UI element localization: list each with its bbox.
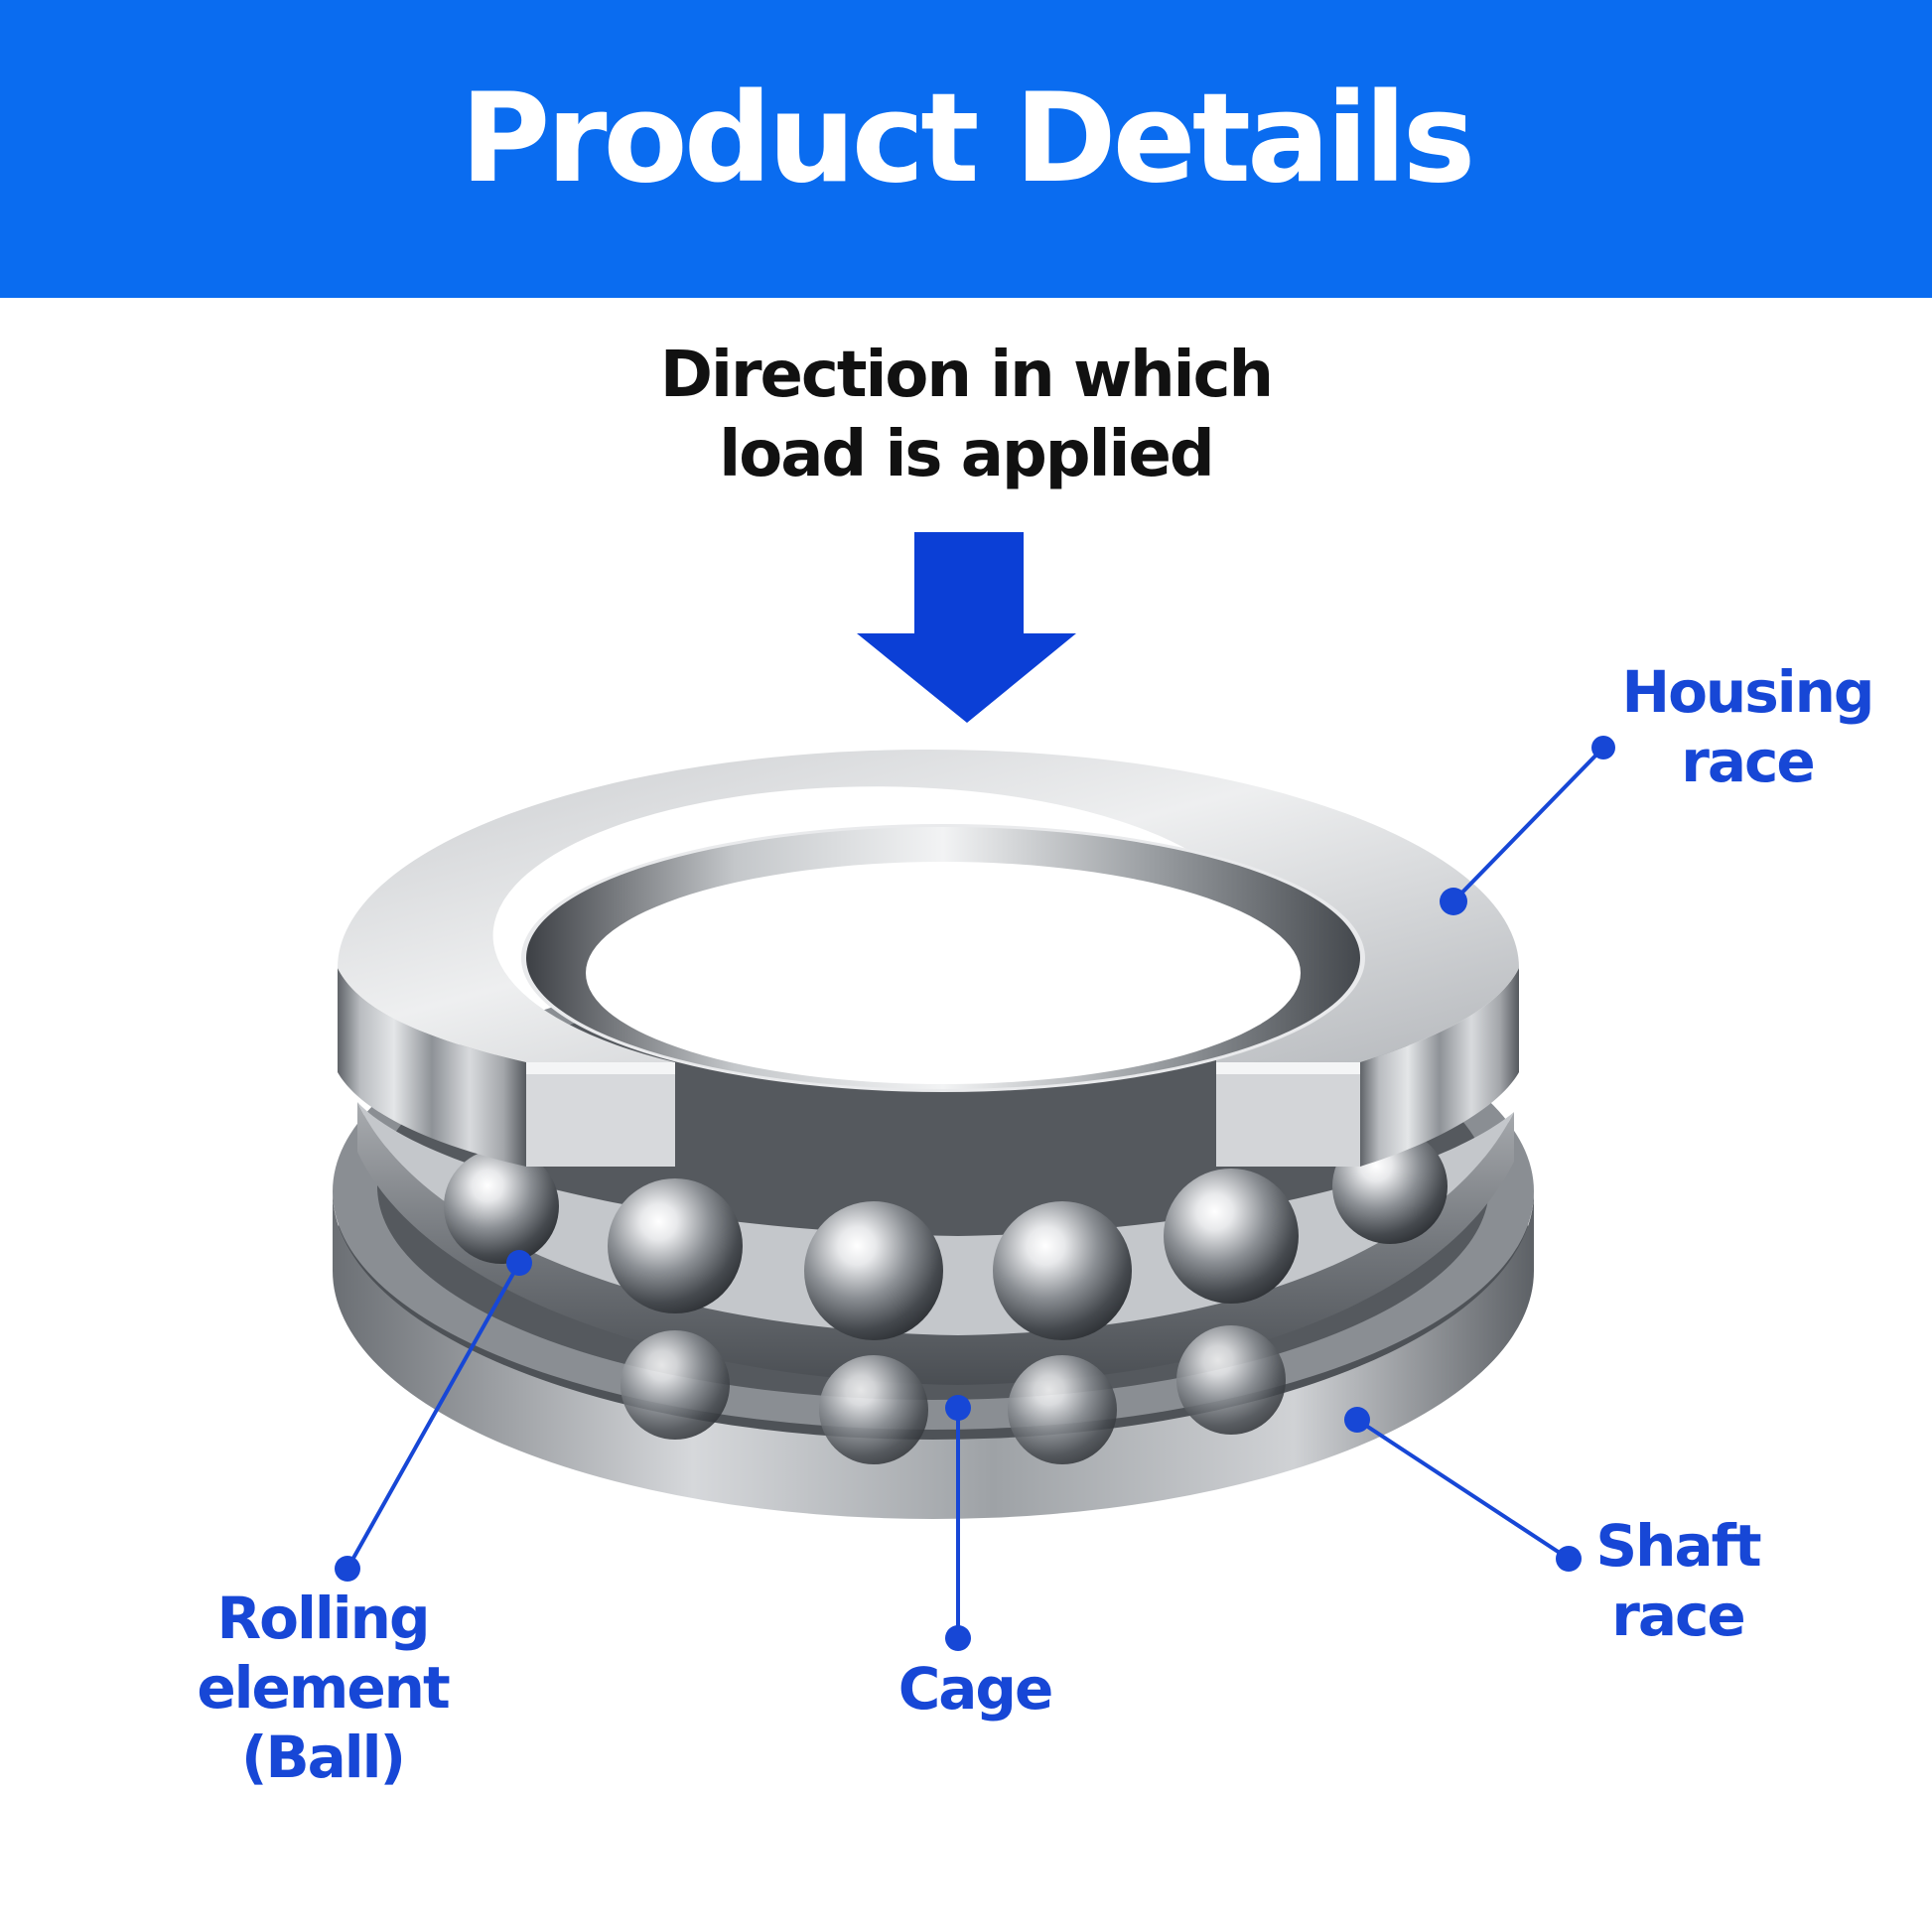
- header-banner: Product Details: [0, 0, 1932, 298]
- housing-race-leader: [1451, 746, 1605, 903]
- label-cage-line1: Cage: [897, 1655, 1054, 1723]
- callouts: [335, 736, 1615, 1651]
- ball-icon: [444, 1149, 559, 1264]
- load-arrow-icon: [857, 532, 1076, 723]
- label-housing-race-line2: race: [1681, 728, 1815, 795]
- ball-icon: [621, 1330, 730, 1440]
- label-housing-race-line1: Housing: [1621, 658, 1875, 726]
- ball-icon: [1164, 1169, 1299, 1304]
- cage-dot-inner: [945, 1395, 971, 1421]
- shaft-race-leader: [1355, 1418, 1571, 1561]
- cage-dot-outer: [945, 1625, 971, 1651]
- ball-icon: [993, 1201, 1132, 1340]
- load-direction-caption: Direction in which load is applied: [569, 336, 1363, 494]
- housing-race-shape: [338, 750, 1519, 1167]
- label-shaft-race-line2: race: [1611, 1582, 1745, 1649]
- shaft-race-dot-inner: [1344, 1407, 1370, 1433]
- housing-race-dot-outer: [1591, 736, 1615, 759]
- label-rolling-element-line2: (Ball): [240, 1724, 406, 1791]
- label-shaft-race: Shaft race: [1569, 1511, 1787, 1650]
- rolling-element-dot-inner: [506, 1250, 532, 1276]
- ball-icon: [819, 1355, 928, 1464]
- rolling-element-dot-outer: [335, 1556, 360, 1582]
- label-cage: Cage: [876, 1654, 1074, 1724]
- housing-race-dot-inner: [1440, 888, 1467, 915]
- cage-and-balls: [357, 1102, 1514, 1464]
- label-shaft-race-line1: Shaft: [1595, 1512, 1761, 1580]
- label-housing-race: Housing race: [1608, 657, 1886, 796]
- rolling-element-leader: [345, 1262, 521, 1570]
- load-direction-line2: load is applied: [719, 418, 1214, 491]
- ball-icon: [804, 1201, 943, 1340]
- ball-icon: [1176, 1325, 1286, 1435]
- load-direction-line1: Direction in which: [659, 339, 1274, 412]
- label-rolling-element-line1: Rolling element: [197, 1585, 450, 1722]
- ball-icon: [1008, 1355, 1117, 1464]
- label-rolling-element: Rolling element (Ball): [94, 1584, 551, 1792]
- shaft-race-dot-outer: [1556, 1546, 1582, 1572]
- page-title: Product Details: [460, 68, 1475, 210]
- ball-icon: [608, 1178, 743, 1313]
